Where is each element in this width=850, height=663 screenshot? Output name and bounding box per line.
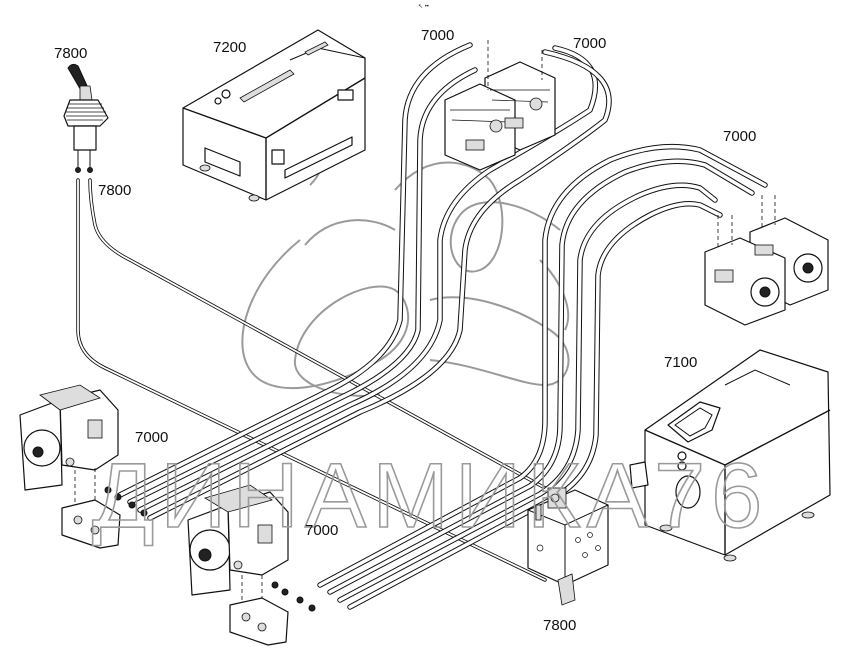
callout-motor-left: 7000	[135, 429, 168, 446]
callout-joystick: 7800	[54, 45, 87, 62]
hydraulic-hoses	[117, 42, 768, 610]
callout-motor-center: 7000	[305, 522, 338, 539]
callout-tank: 7100	[664, 354, 697, 371]
callout-pumps-right: 7000	[723, 128, 756, 145]
callout-valve-block: 7800	[543, 617, 576, 634]
callout-joystick-lines: 7800	[98, 182, 131, 199]
callout-pumps-top-left: 7000	[421, 27, 454, 44]
fittings-left	[104, 486, 148, 517]
callout-control-box: 7200	[213, 39, 246, 56]
valve-block	[527, 487, 609, 606]
corner-mark: ↖ ••	[418, 4, 429, 10]
callout-pumps-top-right: 7000	[573, 35, 606, 52]
pilot-lines	[76, 178, 547, 582]
watermark-text: ДИНАМИКА76	[92, 445, 768, 547]
pump-pair-top	[444, 40, 556, 171]
joystick	[63, 63, 109, 173]
fittings-center	[271, 581, 316, 612]
motor-center	[187, 484, 316, 646]
hydraulic-tank	[629, 349, 831, 562]
motor-left	[19, 384, 148, 549]
pump-pair-right	[704, 195, 829, 326]
control-box	[182, 29, 366, 202]
